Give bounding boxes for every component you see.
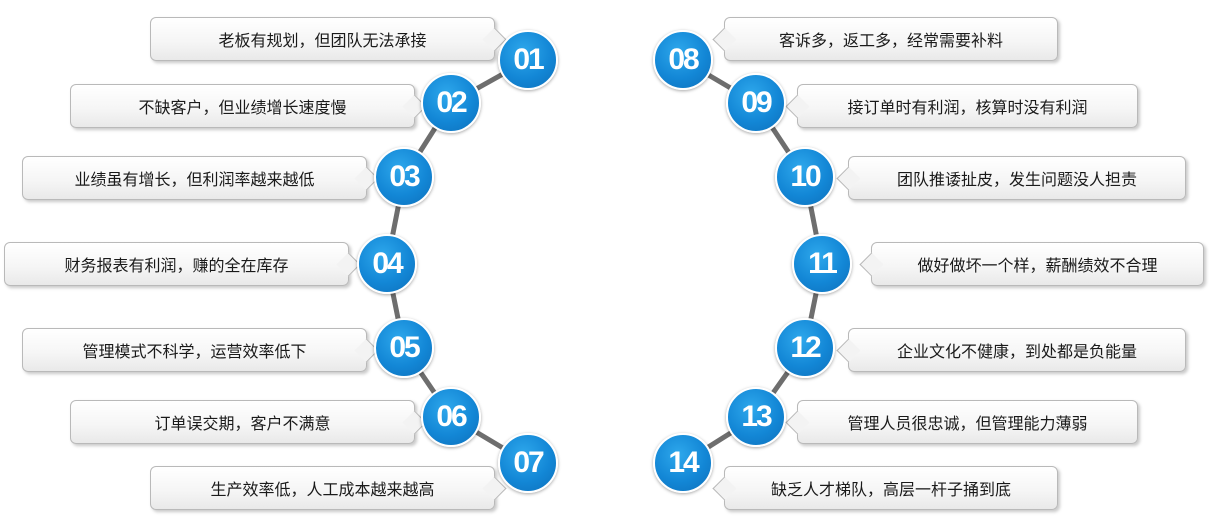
number-label: 08	[668, 43, 699, 76]
number-badge-01: 01	[498, 30, 558, 90]
callout-06: 订单误交期，客户不满意	[70, 400, 415, 444]
number-label: 09	[741, 86, 772, 119]
callout-text: 客诉多，返工多，经常需要补料	[778, 31, 1003, 50]
number-badge-13: 13	[726, 387, 786, 447]
callout-text: 企业文化不健康，到处都是负能量	[896, 342, 1137, 361]
number-badge-08: 08	[653, 30, 713, 90]
number-badge-05: 05	[374, 318, 434, 378]
number-badge-03: 03	[374, 147, 434, 207]
callout-text: 管理模式不科学，运营效率低下	[82, 342, 307, 361]
number-badge-04: 04	[357, 234, 417, 294]
number-label: 14	[668, 446, 699, 479]
number-label: 04	[372, 247, 403, 280]
number-badge-07: 07	[498, 433, 558, 493]
callout-text: 生产效率低，人工成本越来越高	[210, 480, 435, 499]
number-label: 02	[436, 86, 467, 119]
callout-02: 不缺客户，但业绩增长速度慢	[70, 84, 415, 128]
callout-09: 接订单时有利润，核算时没有利润	[797, 84, 1138, 128]
number-badge-09: 09	[726, 73, 786, 133]
number-label: 01	[513, 43, 544, 76]
number-badge-11: 11	[792, 234, 852, 294]
callout-text: 老板有规划，但团队无法承接	[218, 31, 427, 50]
callout-12: 企业文化不健康，到处都是负能量	[848, 328, 1186, 372]
callout-07: 生产效率低，人工成本越来越高	[150, 466, 495, 510]
number-label: 13	[741, 400, 772, 433]
number-badge-14: 14	[653, 433, 713, 493]
callout-11: 做好做坏一个样，薪酬绩效不合理	[871, 242, 1204, 286]
number-badge-10: 10	[775, 147, 835, 207]
callout-text: 做好做坏一个样，薪酬绩效不合理	[917, 256, 1158, 275]
callout-01: 老板有规划，但团队无法承接	[150, 17, 495, 61]
callout-text: 管理人员很忠诚，但管理能力薄弱	[847, 414, 1088, 433]
callout-text: 财务报表有利润，赚的全在库存	[64, 256, 289, 275]
callout-text: 不缺客户，但业绩增长速度慢	[138, 98, 347, 117]
callout-text: 接订单时有利润，核算时没有利润	[847, 98, 1088, 117]
callout-05: 管理模式不科学，运营效率低下	[22, 328, 367, 372]
callout-13: 管理人员很忠诚，但管理能力薄弱	[797, 400, 1138, 444]
number-label: 05	[389, 331, 420, 364]
callout-04: 财务报表有利润，赚的全在库存	[4, 242, 349, 286]
callout-text: 缺乏人才梯队，高层一杆子捅到底	[770, 480, 1011, 499]
callout-text: 业绩虽有增长，但利润率越来越低	[74, 170, 315, 189]
callout-08: 客诉多，返工多，经常需要补料	[724, 17, 1058, 61]
callout-10: 团队推诿扯皮，发生问题没人担责	[848, 156, 1186, 200]
number-label: 11	[808, 247, 838, 280]
callout-text: 订单误交期，客户不满意	[154, 414, 331, 433]
number-label: 06	[436, 400, 467, 433]
number-badge-06: 06	[421, 387, 481, 447]
number-label: 03	[389, 160, 420, 193]
number-label: 10	[790, 160, 821, 193]
callout-14: 缺乏人才梯队，高层一杆子捅到底	[724, 466, 1058, 510]
number-label: 12	[790, 331, 821, 364]
number-badge-12: 12	[775, 318, 835, 378]
number-label: 07	[513, 446, 544, 479]
callout-03: 业绩虽有增长，但利润率越来越低	[22, 156, 367, 200]
number-badge-02: 02	[421, 73, 481, 133]
callout-text: 团队推诿扯皮，发生问题没人担责	[896, 170, 1137, 189]
